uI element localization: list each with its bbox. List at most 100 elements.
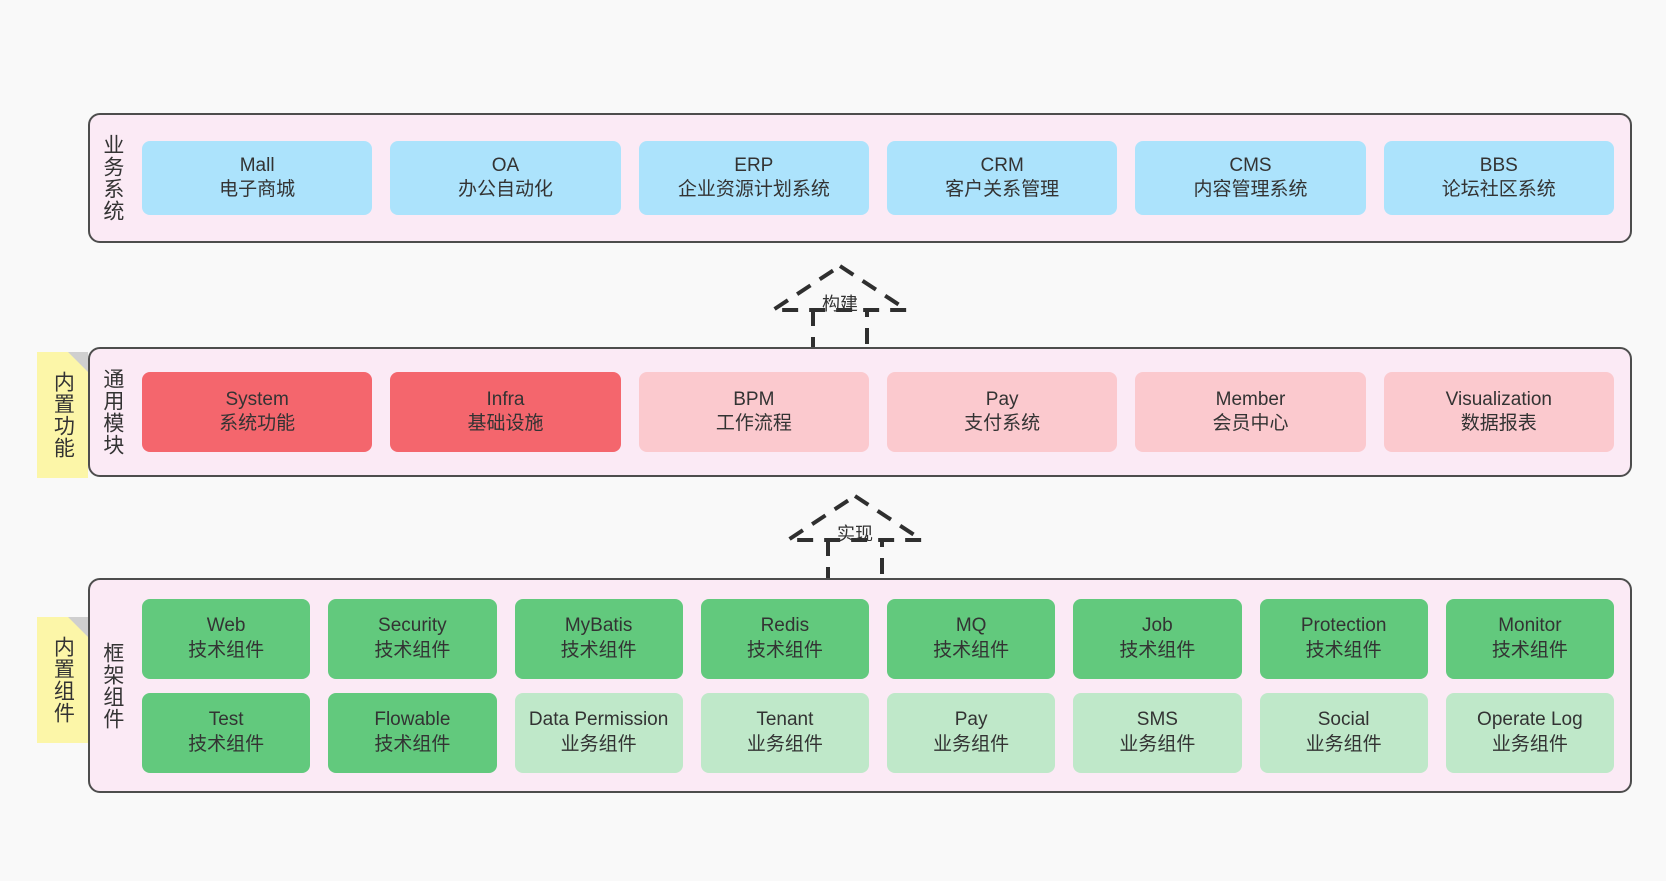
card-title-en: Security	[378, 615, 447, 637]
card-protection[interactable]: Protection 技术组件	[1259, 598, 1428, 679]
card-oa[interactable]: OA 办公自动化	[390, 141, 621, 215]
card-title-en: Flowable	[374, 709, 451, 731]
card-title-en: Member	[1215, 388, 1286, 410]
card-title-cn: 数据报表	[1460, 413, 1537, 434]
card-data-permission[interactable]: Data Permission 业务组件	[514, 692, 683, 773]
card-title-en: Social	[1317, 709, 1370, 731]
card-erp[interactable]: ERP 企业资源计划系统	[638, 141, 869, 215]
card-title-cn: 内容管理系统	[1193, 179, 1308, 200]
card-row-tech: Web 技术组件 Security 技术组件 MyBatis 技术组件 Redi…	[142, 598, 1614, 679]
connector-label-build: 构建	[822, 294, 858, 314]
layer-body-framework: Web 技术组件 Security 技术组件 MyBatis 技术组件 Redi…	[134, 580, 1630, 791]
card-title-cn: 论坛社区系统	[1441, 179, 1556, 200]
card-member[interactable]: Member 会员中心	[1135, 372, 1366, 452]
card-operate-log[interactable]: Operate Log 业务组件	[1445, 692, 1614, 773]
card-monitor[interactable]: Monitor 技术组件	[1445, 598, 1614, 679]
card-title-cn: 技术组件	[746, 639, 823, 661]
card-title-cn: 系统功能	[219, 413, 296, 434]
card-title-en: BPM	[733, 388, 775, 410]
card-crm[interactable]: CRM 客户关系管理	[886, 141, 1118, 215]
card-web[interactable]: Web 技术组件	[142, 598, 311, 679]
card-title-en: SMS	[1136, 709, 1178, 731]
card-title-cn: 基础设施	[467, 413, 544, 434]
card-sms[interactable]: SMS 业务组件	[1073, 692, 1242, 773]
card-title-cn: 技术组件	[188, 733, 265, 755]
card-title-cn: 技术组件	[1119, 639, 1196, 661]
card-mall[interactable]: Mall 电子商城	[142, 141, 373, 215]
card-title-cn: 工作流程	[715, 413, 792, 434]
card-redis[interactable]: Redis 技术组件	[700, 598, 869, 679]
generalization-arrow-icon	[766, 263, 914, 356]
card-tenant[interactable]: Tenant 业务组件	[700, 692, 869, 773]
card-row-business: Test 技术组件 Flowable 技术组件 Data Permission …	[142, 692, 1614, 773]
card-title-cn: 技术组件	[374, 733, 451, 755]
card-title-en: Visualization	[1445, 388, 1552, 410]
card-title-en: Web	[206, 615, 246, 637]
card-mybatis[interactable]: MyBatis 技术组件	[514, 598, 683, 679]
card-title-cn: 业务组件	[1491, 733, 1568, 755]
card-title-en: Data Permission	[528, 709, 669, 731]
card-title-cn: 业务组件	[1119, 733, 1196, 755]
card-bbs[interactable]: BBS 论坛社区系统	[1383, 141, 1614, 215]
card-title-cn: 技术组件	[1491, 639, 1568, 661]
layer-framework-components: 框架组件 Web 技术组件 Security 技术组件 MyBatis 技术组件…	[88, 578, 1632, 793]
card-title-en: Pay	[954, 709, 988, 731]
card-title-en: Redis	[760, 615, 810, 637]
card-title-en: MyBatis	[564, 615, 633, 637]
card-flowable[interactable]: Flowable 技术组件	[328, 692, 497, 773]
card-test[interactable]: Test 技术组件	[142, 692, 311, 773]
card-title-en: CMS	[1229, 154, 1272, 176]
card-row: Mall 电子商城 OA 办公自动化 ERP 企业资源计划系统 CRM 客户关系…	[142, 141, 1614, 215]
layer-business-systems: 业务系统 Mall 电子商城 OA 办公自动化 ERP 企业资源计划系统 CRM…	[88, 113, 1632, 243]
card-title-en: Infra	[486, 388, 525, 410]
card-title-cn: 业务组件	[746, 733, 823, 755]
card-row: System 系统功能 Infra 基础设施 BPM 工作流程 Pay 支付系统…	[142, 372, 1614, 452]
card-security[interactable]: Security 技术组件	[328, 598, 497, 679]
layer-common-modules: 通用模块 System 系统功能 Infra 基础设施 BPM 工作流程 Pay…	[88, 347, 1632, 477]
card-mq[interactable]: MQ 技术组件	[887, 598, 1056, 679]
card-title-en: Pay	[985, 388, 1019, 410]
card-title-en: System	[225, 388, 289, 410]
card-bpm[interactable]: BPM 工作流程	[638, 372, 869, 452]
generalization-arrow-icon	[781, 493, 929, 586]
card-job[interactable]: Job 技术组件	[1073, 598, 1242, 679]
card-title-cn: 业务组件	[560, 733, 637, 755]
card-title-cn: 企业资源计划系统	[677, 179, 830, 200]
card-title-cn: 技术组件	[1305, 639, 1382, 661]
connector-build: 构建	[755, 258, 925, 358]
layer-title-business: 业务系统	[100, 134, 124, 222]
card-title-en: OA	[491, 154, 520, 176]
connector-realize: 实现	[770, 488, 940, 588]
card-title-cn: 技术组件	[560, 639, 637, 661]
layer-title-framework: 框架组件	[100, 641, 124, 730]
card-visualization[interactable]: Visualization 数据报表	[1383, 372, 1614, 452]
card-title-en: Operate Log	[1477, 709, 1583, 731]
card-title-en: Tenant	[756, 709, 814, 731]
note-builtin-component: 内置组件	[37, 617, 88, 743]
card-title-cn: 技术组件	[188, 639, 265, 661]
card-title-cn: 电子商城	[219, 179, 296, 200]
card-title-en: Protection	[1300, 615, 1387, 637]
note-builtin-function: 内置功能	[37, 352, 88, 478]
card-title-cn: 业务组件	[1305, 733, 1382, 755]
card-title-cn: 技术组件	[374, 639, 451, 661]
card-pay-module[interactable]: Pay 支付系统	[886, 372, 1118, 452]
layer-title-common: 通用模块	[100, 368, 124, 456]
card-title-en: Job	[1142, 615, 1173, 637]
card-title-en: ERP	[734, 154, 774, 176]
card-title-en: CRM	[980, 154, 1024, 176]
card-pay-component[interactable]: Pay 业务组件	[887, 692, 1056, 773]
card-social[interactable]: Social 业务组件	[1259, 692, 1428, 773]
card-title-en: Test	[208, 709, 244, 731]
card-cms[interactable]: CMS 内容管理系统	[1135, 141, 1366, 215]
card-system[interactable]: System 系统功能	[142, 372, 373, 452]
card-title-en: Mall	[239, 154, 275, 176]
card-title-en: BBS	[1479, 154, 1518, 176]
card-title-en: MQ	[955, 615, 987, 637]
card-title-cn: 业务组件	[933, 733, 1010, 755]
card-infra[interactable]: Infra 基础设施	[390, 372, 621, 452]
layer-body-common: System 系统功能 Infra 基础设施 BPM 工作流程 Pay 支付系统…	[134, 349, 1630, 475]
card-title-cn: 会员中心	[1212, 413, 1289, 434]
card-title-cn: 办公自动化	[457, 179, 553, 200]
connector-label-realize: 实现	[837, 524, 873, 544]
